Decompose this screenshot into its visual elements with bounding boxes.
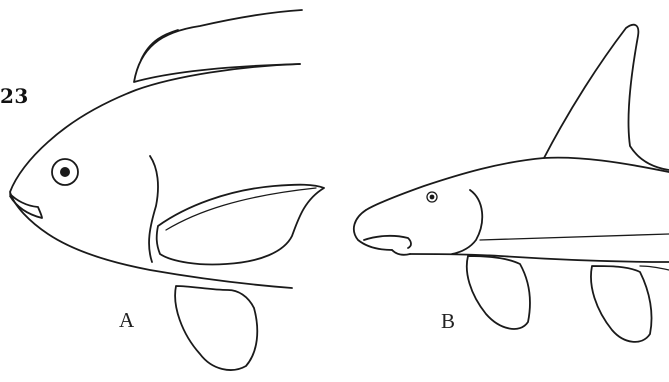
fish-a-gill-cover [149, 156, 158, 262]
fish-b-pelvic-fin [591, 266, 652, 342]
fish-a-pectoral-fin [157, 185, 324, 265]
fish-b-back [366, 158, 669, 210]
fish-b-dorsal-fin [544, 25, 669, 170]
panel-label-b: B [441, 309, 455, 334]
fish-b-drawing [354, 25, 669, 342]
fish-b-eye-pupil [430, 195, 435, 200]
fish-a-mouth [10, 194, 42, 218]
fish-b-head [354, 210, 392, 250]
fish-b-pectoral-fin [467, 256, 530, 329]
fish-b-tail-stub [640, 266, 669, 270]
panel-label-a: A [119, 308, 134, 333]
fish-a-eye-pupil [60, 167, 70, 177]
fish-b-belly [410, 254, 669, 262]
fish-b-mouth [364, 236, 411, 255]
fish-a-pelvic-fin [175, 286, 257, 370]
fish-b-lateral-line [480, 234, 669, 240]
fish-a-drawing [10, 10, 324, 370]
fish-b-gill-cover [452, 190, 482, 254]
